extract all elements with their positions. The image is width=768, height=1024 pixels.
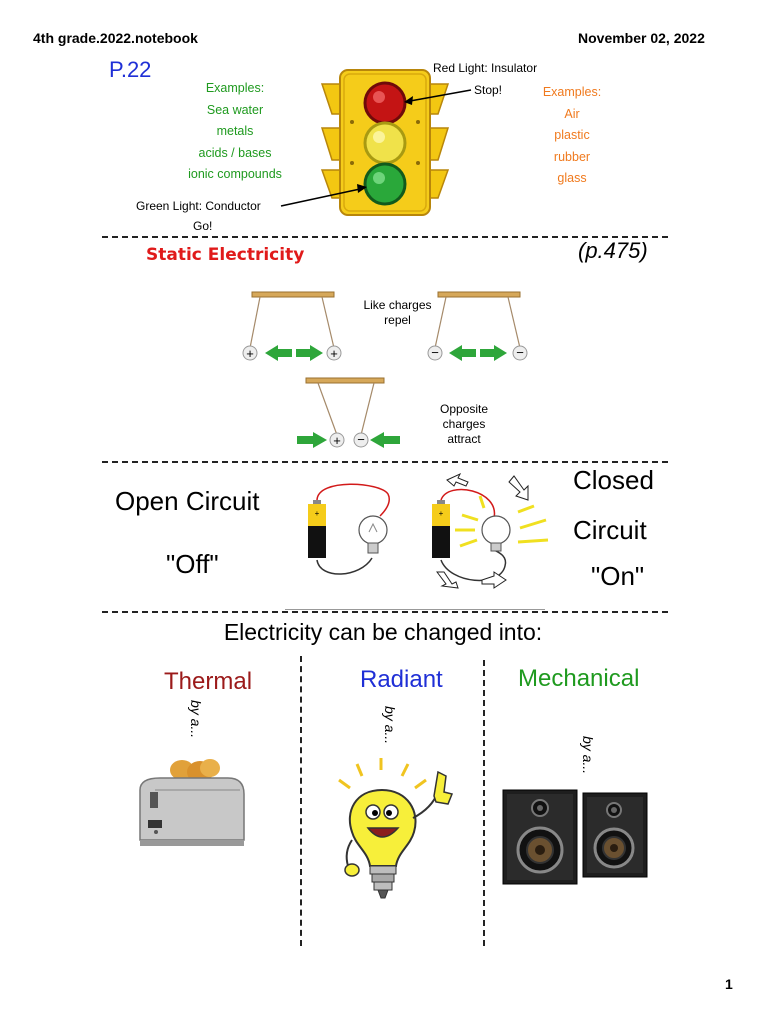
label-line: repel [384, 313, 411, 327]
notebook-title: 4th grade.2022.notebook [33, 30, 198, 46]
svg-text:−: − [431, 345, 439, 360]
on-label: "On" [591, 561, 645, 591]
page-reference: P.22 [109, 57, 152, 82]
example-item: glass [557, 171, 587, 185]
lightbulb-off-icon [358, 515, 388, 554]
stop-label: Stop! [474, 83, 503, 97]
section-divider [102, 461, 668, 463]
svg-text:+: + [333, 433, 341, 448]
example-item: acids / bases [198, 145, 272, 160]
mechanical-label: Mechanical [518, 665, 640, 692]
off-label: "Off" [166, 549, 219, 579]
insulator-examples-heading: Examples: [542, 85, 602, 99]
red-light-label: Red Light: Insulator [433, 61, 538, 75]
svg-text:+: + [246, 346, 254, 361]
page-number: 1 [725, 976, 733, 992]
svg-text:+: + [315, 509, 320, 518]
svg-text:−: − [516, 345, 524, 360]
column-divider [300, 656, 302, 946]
circuit-diagram: + + [308, 472, 549, 589]
lightbulb-on-icon [455, 495, 549, 552]
closed-label: Closed [573, 465, 654, 495]
divider-line [285, 609, 545, 610]
example-item: metals [216, 124, 254, 138]
label-line: Opposite [439, 402, 489, 416]
static-electricity-title: Static Electricity [146, 245, 305, 265]
example-item: Air [564, 106, 580, 121]
opposite-charges-label: Opposite charges attract [424, 402, 504, 447]
thermal-label: Thermal [164, 668, 253, 695]
open-circuit-label: Open Circuit [115, 486, 260, 516]
toaster-icon [139, 759, 245, 846]
notebook-date: November 02, 2022 [578, 30, 705, 46]
insulator-examples: Examples: Air plastic rubber glass [532, 82, 612, 190]
circuit-label: Circuit [573, 515, 647, 545]
column-divider [483, 660, 485, 946]
example-item: ionic compounds [188, 167, 282, 181]
label-line: attract [447, 432, 481, 446]
example-item: plastic [554, 128, 590, 142]
lightbulb-icon [338, 758, 454, 899]
energy-conversion-title: Electricity can be changed into: [0, 619, 768, 646]
conductor-examples: Examples: Sea water metals acids / bases… [180, 78, 290, 186]
svg-text:−: − [357, 432, 365, 447]
go-label: Go! [193, 219, 213, 233]
battery-icon: + [308, 500, 326, 558]
label-line: Like charges [363, 298, 432, 312]
like-charges-label: Like charges repel [340, 298, 455, 328]
conductor-examples-heading: Examples: [205, 81, 265, 95]
speakers-icon [502, 789, 648, 885]
page-reference-2: (p.475) [578, 238, 648, 263]
traffic-light-icon [280, 69, 472, 216]
energy-conversion-title-text: Electricity can be changed into: [223, 619, 543, 645]
svg-text:+: + [330, 346, 338, 361]
section-divider [102, 236, 668, 238]
radiant-label: Radiant [360, 666, 443, 693]
section-divider [102, 611, 668, 613]
label-line: charges [442, 417, 486, 431]
static-charges-diagram: + + − − + − [242, 291, 528, 448]
svg-text:+: + [439, 509, 444, 518]
green-light-label: Green Light: Conductor [136, 199, 261, 213]
battery-icon: + [432, 500, 450, 558]
example-item: rubber [553, 149, 591, 164]
example-item: Sea water [206, 102, 264, 117]
